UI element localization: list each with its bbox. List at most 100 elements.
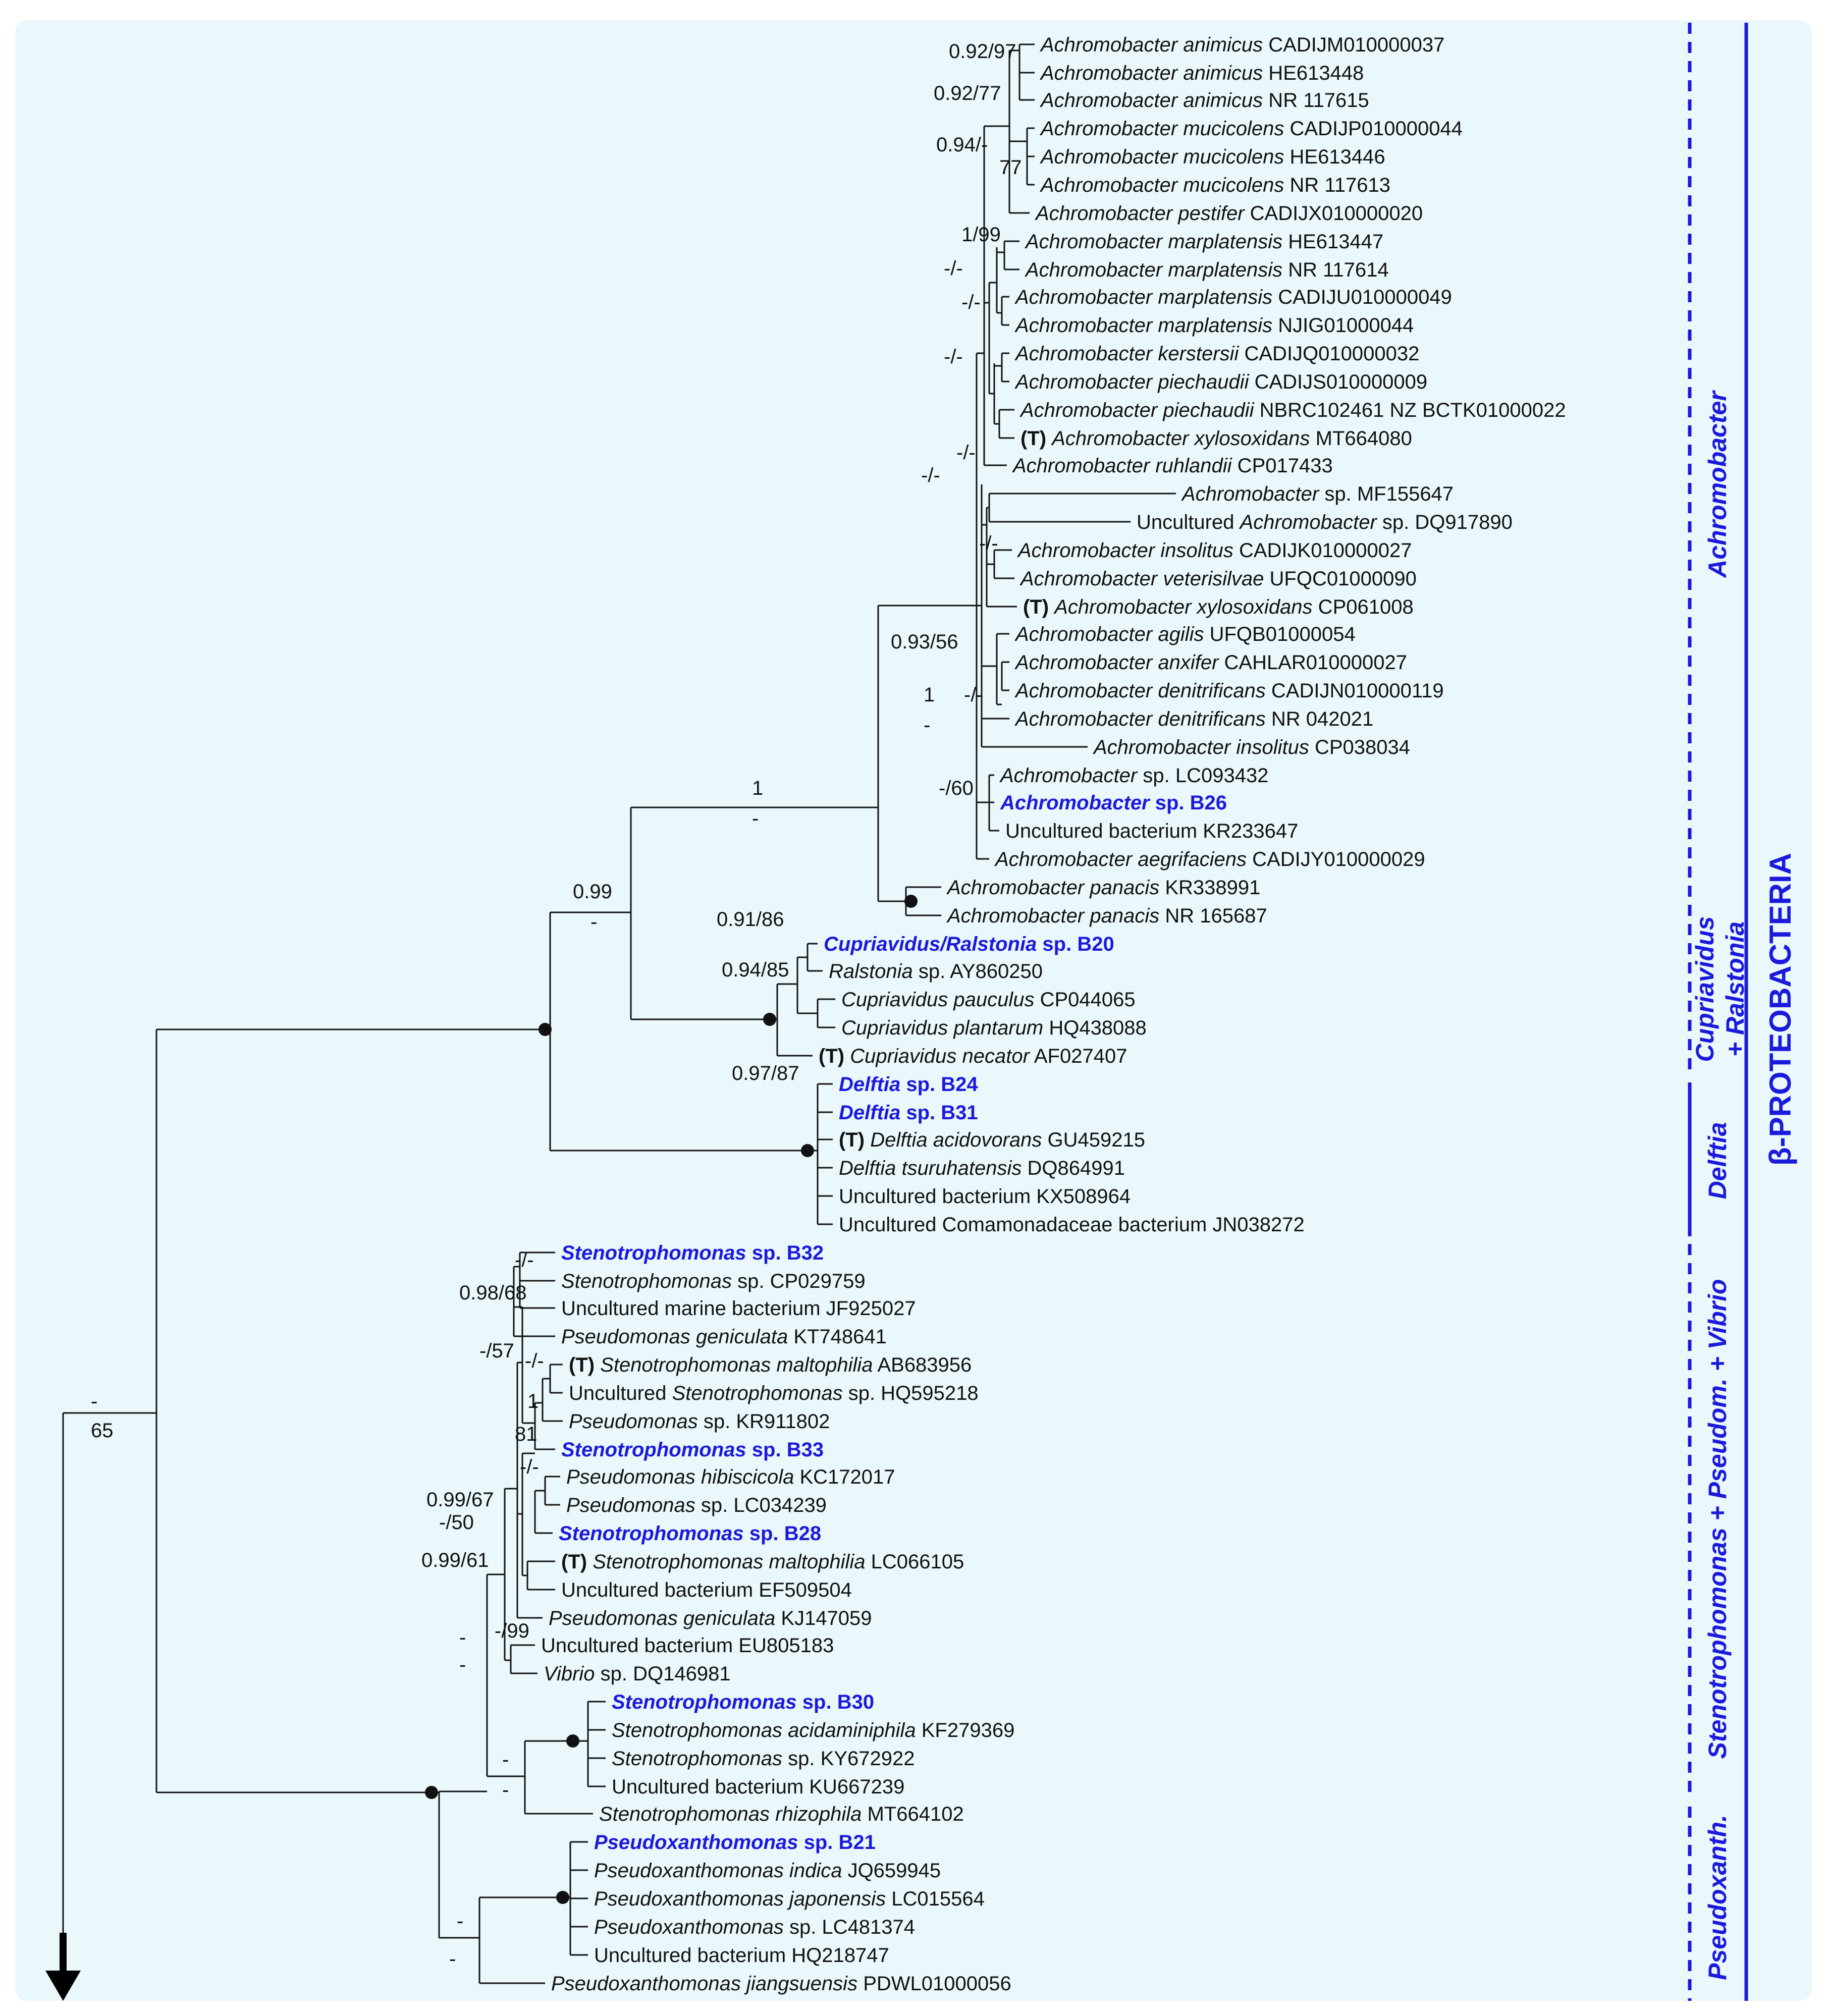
taxon-label: Achromobacter denitrificans CADIJN010000…: [1014, 680, 1444, 702]
taxon-label: Stenotrophomonas sp. B28: [559, 1522, 821, 1545]
support-value: -: [590, 911, 597, 933]
support-value: 1: [752, 777, 763, 799]
clade-label-cupriavidus: Cupriavidus: [1691, 916, 1719, 1062]
taxon-label: Uncultured Stenotrophomonas sp. HQ595218: [569, 1382, 979, 1404]
tree-node-markers: [425, 895, 918, 1904]
tree-support-values: 0.92/970.92/770.94/-771/99-/--/--/--/--/…: [91, 40, 1022, 1970]
support-value: 1: [527, 1390, 539, 1412]
taxon-label: Achromobacter pestifer CADIJX010000020: [1035, 202, 1423, 225]
taxon-label: Stenotrophomonas sp. B30: [612, 1691, 874, 1713]
support-value: -/-: [944, 346, 963, 368]
taxon-label: Achromobacter ruhlandii CP017433: [1012, 455, 1333, 477]
taxon-label: Achromobacter panacis NR 165687: [946, 905, 1267, 927]
taxon-label: (T) Stenotrophomonas maltophilia LC06610…: [561, 1551, 964, 1573]
support-value: -/-: [921, 464, 940, 486]
taxon-label: Uncultured bacterium KX508964: [839, 1185, 1131, 1208]
support-value: -: [449, 1948, 456, 1970]
node-marker: [904, 895, 918, 908]
support-value: 1: [924, 684, 935, 706]
taxon-label: Uncultured Achromobacter sp. DQ917890: [1137, 511, 1513, 533]
taxon-label: Achromobacter insolitus CADIJK010000027: [1017, 539, 1412, 562]
taxon-label: Achromobacter marplatensis NR 117614: [1025, 259, 1389, 281]
taxon-label: Achromobacter aegrifaciens CADIJY0100000…: [994, 848, 1425, 870]
group-label-beta-proteobacteria: β-PROTEOBACTERIA: [1763, 853, 1797, 1166]
taxon-label: Achromobacter mucicolens NR 117613: [1040, 174, 1390, 196]
support-value: 0.97/87: [732, 1062, 799, 1084]
taxon-label: Achromobacter insolitus CP038034: [1093, 736, 1410, 758]
taxon-label: Uncultured Comamonadaceae bacterium JN03…: [839, 1214, 1305, 1236]
clade-label-stenotrophomonas: Stenotrophomonas + Pseudom. + Vibrio: [1703, 1279, 1732, 1759]
taxon-label: Pseudoxanthomonas japonensis LC015564: [594, 1888, 985, 1910]
taxon-label: Pseudoxanthomonas sp. LC481374: [594, 1916, 915, 1938]
support-value: 0.99: [573, 881, 612, 903]
taxon-label: Cupriavidus pauculus CP044065: [841, 989, 1136, 1011]
taxon-label: Stenotrophomonas rhizophila MT664102: [599, 1803, 964, 1825]
taxon-label: Stenotrophomonas sp. CP029759: [561, 1270, 866, 1292]
support-value: 0.99/61: [421, 1549, 489, 1571]
taxon-label: Pseudoxanthomonas jiangsuensis PDWL01000…: [551, 1973, 1011, 1995]
support-value: 77: [999, 156, 1022, 179]
node-marker: [801, 1144, 814, 1157]
taxon-label: Ralstonia sp. AY860250: [829, 960, 1043, 983]
taxon-label: (T) Achromobacter xylosoxidans MT664080: [1020, 427, 1412, 450]
support-value: -/-: [515, 1249, 534, 1271]
support-value: -/-: [520, 1456, 539, 1478]
taxon-label: Achromobacter kerstersii CADIJQ010000032: [1014, 343, 1419, 365]
support-value: -/-: [964, 684, 983, 706]
taxon-label: Uncultured bacterium KU667239: [612, 1776, 904, 1798]
taxon-label: Achromobacter piechaudii NBRC102461 NZ B…: [1019, 399, 1566, 421]
taxon-label: Achromobacter marplatensis HE613447: [1025, 231, 1383, 253]
node-marker: [763, 1013, 776, 1026]
continuation-arrow-icon: [45, 1933, 81, 2001]
taxon-label: Achromobacter mucicolens CADIJP010000044: [1040, 118, 1463, 140]
tree-leaf-labels: Achromobacter animicus CADIJM010000037Ac…: [541, 34, 1566, 1995]
taxon-label: Stenotrophomonas sp. B33: [561, 1439, 824, 1461]
taxon-label: Achromobacter denitrificans NR 042021: [1014, 708, 1373, 730]
taxon-label: Pseudoxanthomonas sp. B21: [594, 1831, 876, 1854]
taxon-label: Pseudomonas geniculata KT748641: [561, 1326, 887, 1348]
support-value: -/60: [939, 777, 974, 799]
support-value: -/50: [439, 1511, 474, 1534]
support-value: 0.93/56: [891, 631, 958, 653]
clade-label-pseudoxanthomonas: Pseudoxanth.: [1703, 1815, 1732, 1980]
taxon-label: Pseudomonas sp. KR911802: [569, 1410, 830, 1433]
support-value: -/-: [525, 1350, 544, 1372]
taxon-label: Achromobacter piechaudii CADIJS010000009: [1014, 371, 1427, 393]
taxon-label: Achromobacter veterisilvae UFQC01000090: [1019, 568, 1417, 590]
support-value: -: [91, 1390, 97, 1412]
taxon-label: Pseudomonas geniculata KJ147059: [549, 1607, 872, 1629]
taxon-label: Cupriavidus/Ralstonia sp. B20: [824, 933, 1114, 955]
support-value: -: [502, 1749, 509, 1771]
taxon-label: Stenotrophomonas acidaminiphila KF279369: [612, 1719, 1014, 1741]
taxon-label: Delftia sp. B31: [839, 1102, 978, 1124]
taxon-label: (T) Delftia acidovorans GU459215: [839, 1129, 1145, 1151]
taxon-label: Uncultured bacterium HQ218747: [594, 1944, 889, 1967]
support-value: -: [502, 1779, 509, 1801]
support-value: -: [752, 807, 759, 830]
taxon-label: Cupriavidus plantarum HQ438088: [841, 1017, 1147, 1039]
support-value: 0.94/-: [936, 134, 988, 156]
taxon-label: Achromobacter animicus HE613448: [1040, 62, 1364, 84]
tree-branches: [62, 43, 1176, 1984]
support-value: -/-: [961, 291, 981, 313]
support-value: 0.94/85: [722, 959, 789, 981]
taxon-label: (T) Achromobacter xylosoxidans CP061008: [1023, 596, 1414, 618]
taxon-label: Pseudoxanthomonas indica JQ659945: [594, 1860, 941, 1882]
support-value: 0.92/97: [949, 40, 1016, 63]
support-value: 81: [515, 1423, 538, 1445]
node-marker: [539, 1023, 552, 1036]
taxon-label: Achromobacter marplatensis NJIG01000044: [1014, 314, 1414, 337]
support-value: -: [459, 1654, 466, 1676]
taxon-label: Achromobacter animicus CADIJM010000037: [1040, 34, 1444, 56]
support-value: 65: [91, 1420, 114, 1442]
taxon-label: Achromobacter sp. MF155647: [1181, 483, 1454, 505]
taxon-label: Delftia tsuruhatensis DQ864991: [839, 1157, 1125, 1179]
taxon-label: Delftia sp. B24: [839, 1073, 978, 1096]
taxon-label: Achromobacter panacis KR338991: [946, 877, 1260, 899]
node-marker: [556, 1891, 569, 1904]
support-value: -/-: [979, 532, 998, 555]
taxon-label: Pseudomonas hibiscicola KC172017: [566, 1466, 895, 1488]
taxon-label: Achromobacter agilis UFQB01000054: [1014, 623, 1356, 645]
taxon-label: (T) Stenotrophomonas maltophilia AB68395…: [569, 1354, 972, 1376]
